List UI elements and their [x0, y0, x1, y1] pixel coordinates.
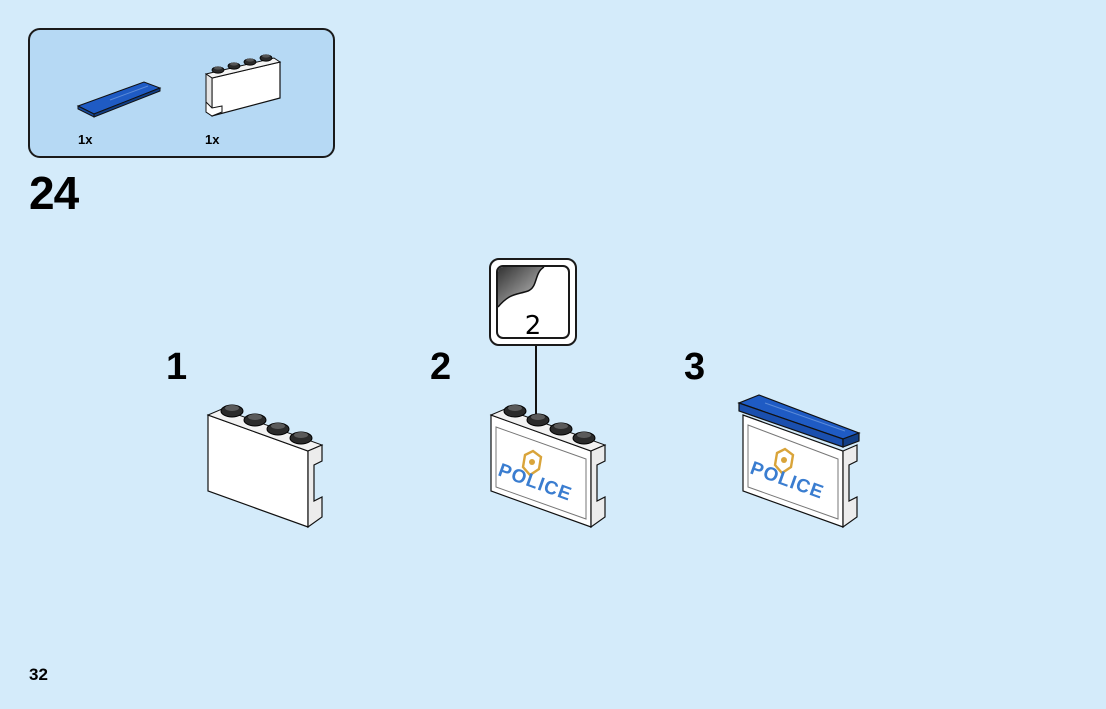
white-panel-brick	[206, 404, 324, 529]
sticker-sheet-frame: 2	[496, 265, 570, 339]
step-number: 24	[29, 167, 79, 219]
sticker-sheet-icon	[498, 267, 545, 308]
police-badge-icon	[521, 449, 543, 477]
sticker-qty: 2	[524, 311, 542, 339]
police-panel-with-blue-tile: POLICE	[737, 394, 861, 529]
blue-tile-part-icon	[76, 81, 162, 118]
sub-step-3-number: 3	[684, 346, 706, 388]
white-panel-qty: 1x	[205, 132, 220, 147]
sub-step-2-number: 2	[430, 346, 452, 388]
page-number: 32	[29, 665, 48, 684]
police-sticker-panel: POLICE	[489, 404, 607, 529]
police-badge-icon	[773, 447, 795, 475]
sub-step-1-number: 1	[166, 346, 188, 388]
sticker-callout: 2	[489, 258, 577, 346]
blue-tile-qty: 1x	[78, 132, 93, 147]
white-panel-part-icon	[204, 54, 282, 117]
parts-list-box: 1x 1x	[28, 28, 335, 158]
